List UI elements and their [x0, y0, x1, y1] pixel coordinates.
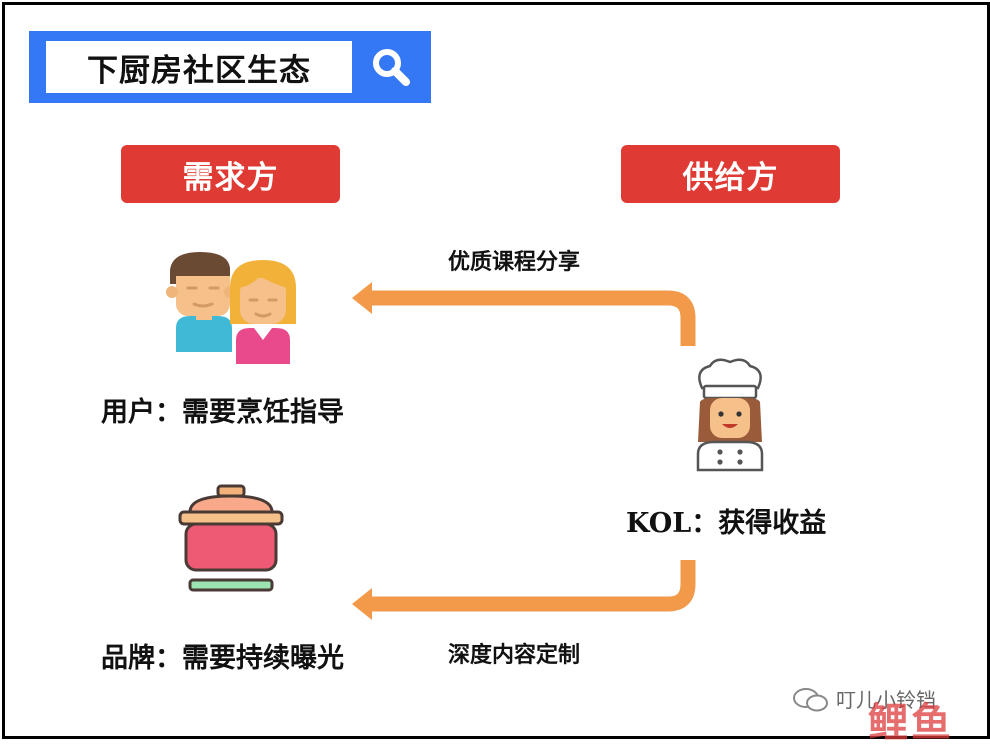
top-flow-label: 优质课程分享 [448, 249, 581, 275]
search-bar[interactable]: 下厨房社区生态 [29, 31, 431, 103]
users-need-label: 用户：需要烹饪指导 [101, 397, 344, 428]
users-couple-icon [166, 252, 296, 364]
cooking-pot-icon [178, 484, 284, 592]
search-input[interactable]: 下厨房社区生态 [46, 41, 352, 93]
bottom-flow-label: 深度内容定制 [448, 642, 581, 668]
search-icon[interactable] [371, 47, 411, 87]
demand-side-tag: 需求方 [121, 145, 340, 203]
supply-side-label: 供给方 [682, 159, 779, 196]
supply-side-tag: 供给方 [621, 145, 840, 203]
watermark-account: 叮儿小铃铛 [836, 688, 936, 712]
kol-benefit-label: KOL：获得收益 [626, 508, 827, 539]
demand-side-label: 需求方 [182, 159, 279, 196]
watermark-brand: 鲤鱼 [868, 700, 954, 746]
search-title: 下厨房社区生态 [87, 52, 311, 89]
chef-icon [696, 358, 764, 472]
brands-need-label: 品牌：需要持续曝光 [101, 643, 344, 674]
wechat-icon [793, 688, 828, 712]
